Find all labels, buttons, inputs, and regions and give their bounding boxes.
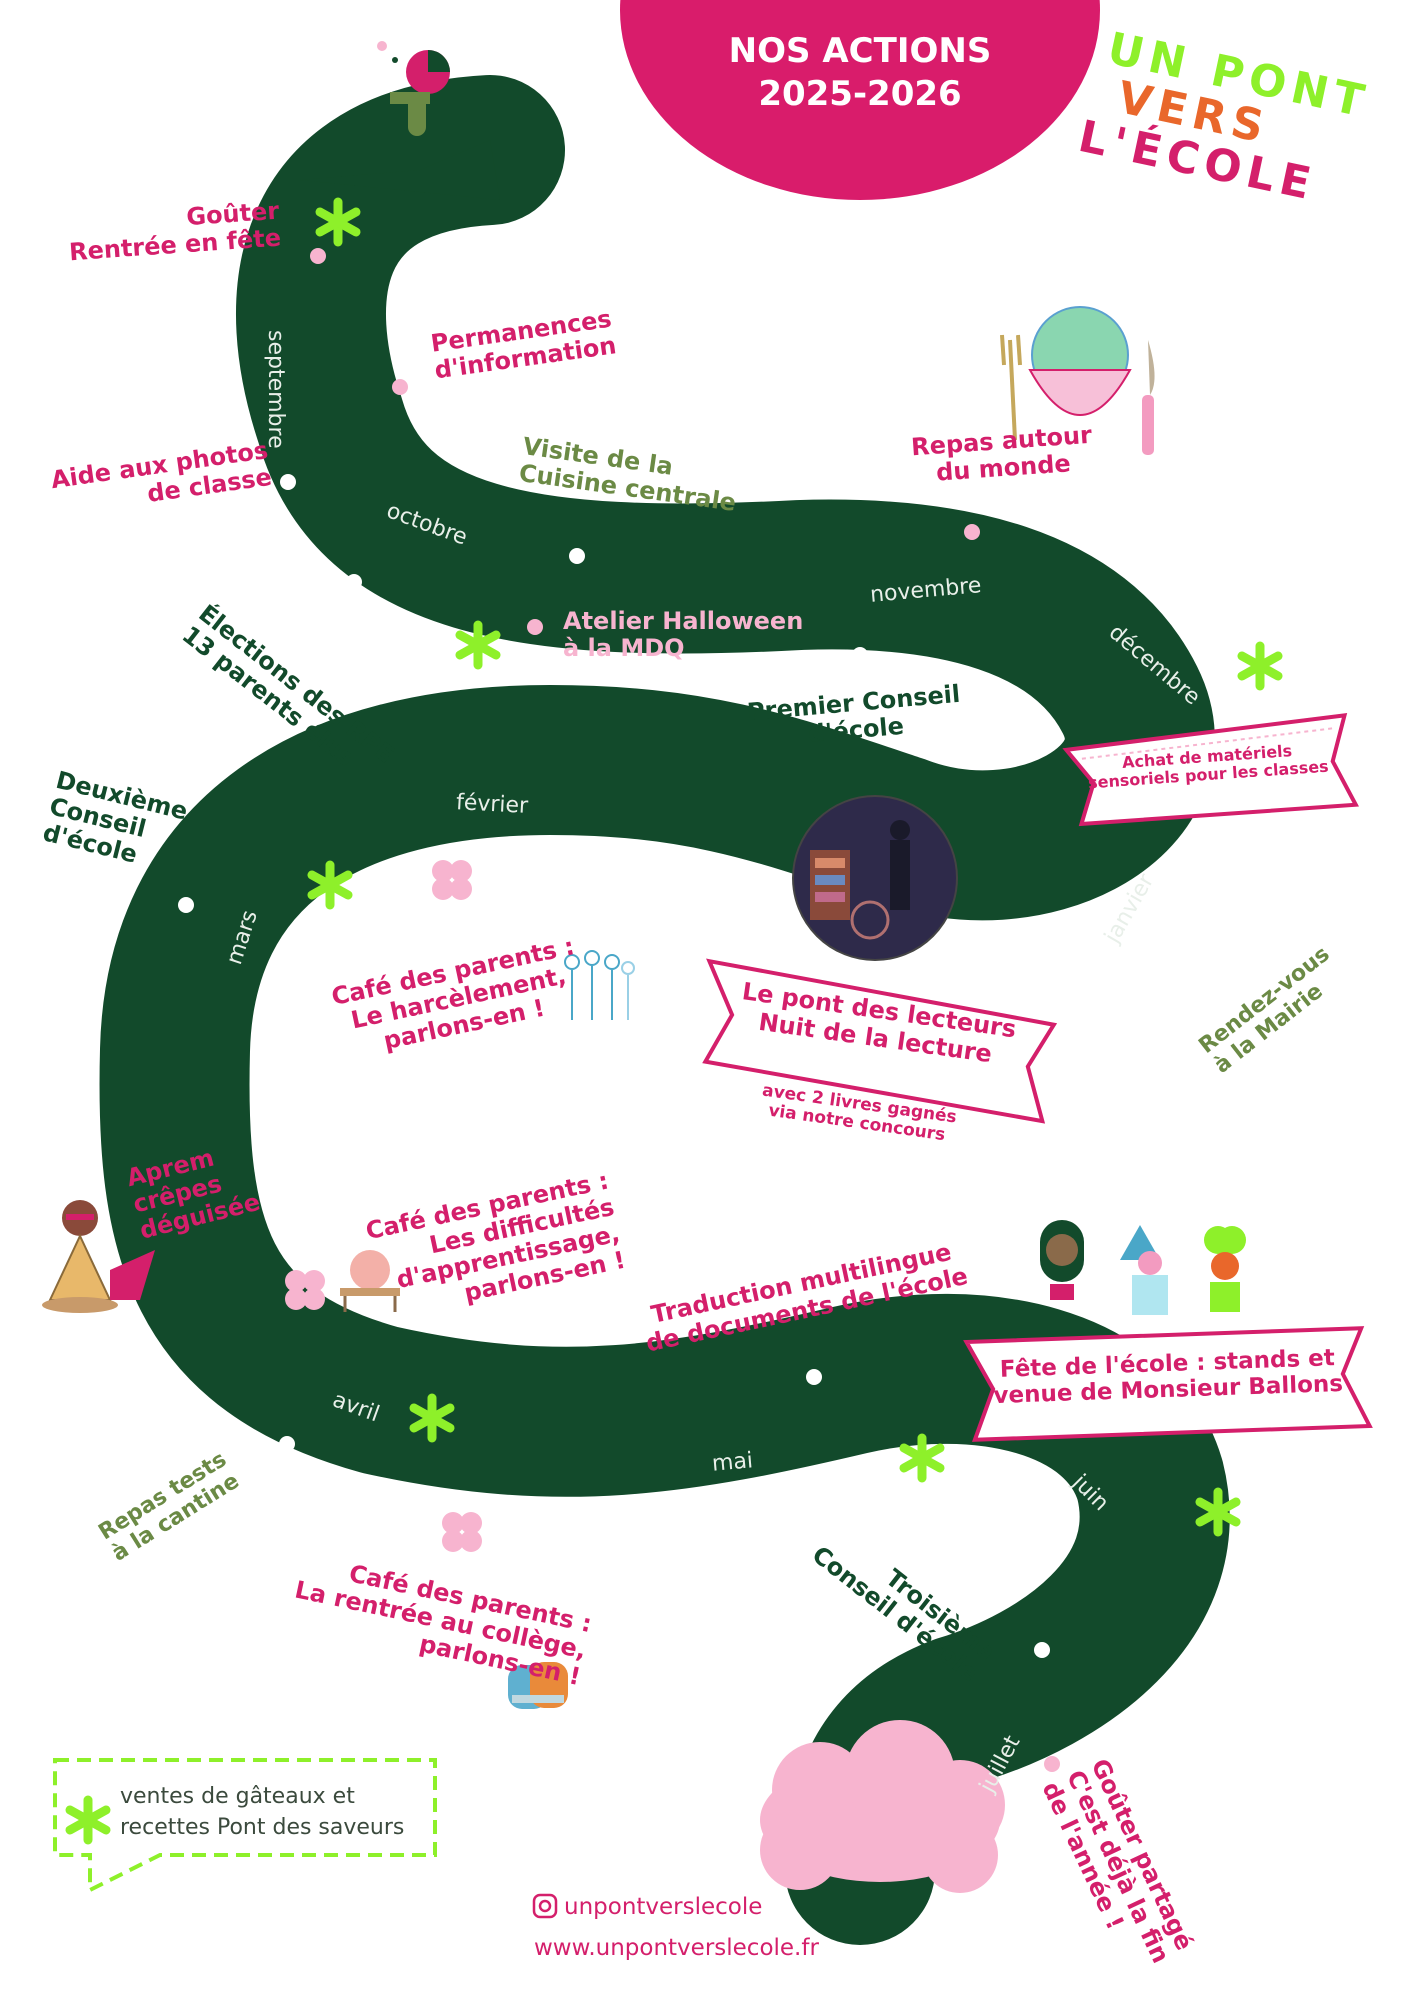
title-line2: 2025-2026: [758, 73, 962, 114]
dot: [964, 524, 980, 540]
dot: [569, 548, 585, 564]
knife-icon: [1142, 340, 1155, 455]
month-fevrier: février: [455, 790, 529, 819]
star-group: [65, 197, 1283, 1845]
flower-group: [285, 860, 482, 1552]
footer-website[interactable]: www.unpontverslecole.fr: [534, 1935, 819, 1961]
title-line1: NOS ACTIONS: [728, 31, 992, 71]
ribbon-shape: [963, 1326, 1373, 1442]
star-icon: [1237, 641, 1283, 691]
fork-icon: [1000, 334, 1022, 441]
cloud-icon: [760, 1720, 1005, 1893]
ribbon-fete: Fête de l'école : stands et venue de Mon…: [956, 1318, 1380, 1448]
dot: [279, 1436, 295, 1452]
road-start: [300, 140, 500, 200]
pink-dots: [310, 248, 1060, 1772]
page-title: NOS ACTIONS 2025-2026: [620, 30, 1100, 115]
family-characters-icon: [1040, 1220, 1246, 1315]
footer-instagram[interactable]: unpontverslecole: [564, 1894, 763, 1920]
month-mai: mai: [710, 1448, 755, 1477]
flower-icon: [285, 1270, 325, 1310]
star-icon: [455, 620, 501, 670]
bowl-icon: [1028, 306, 1132, 416]
crepe-character-icon: [42, 1200, 155, 1313]
dot: [178, 897, 194, 913]
ribbon-shape: [702, 958, 1058, 1124]
ribbon-lecteurs: Le pont des lecteurs Nuit de la lecture: [683, 950, 1067, 1130]
dot: [1190, 967, 1206, 983]
legend-box: [53, 1758, 437, 1894]
flower-icon: [432, 860, 472, 900]
month-septembre: septembre: [263, 330, 288, 449]
dot: [852, 647, 868, 663]
dot: [346, 574, 362, 590]
dot: [806, 1369, 822, 1385]
road-dots: [178, 474, 1206, 1658]
character-top-icon: [377, 41, 450, 136]
star-icon: [315, 197, 361, 247]
star-icon: [307, 860, 353, 910]
star-icon: [899, 1433, 945, 1483]
dot: [1044, 1756, 1060, 1772]
dot: [1034, 1642, 1050, 1658]
dot: [392, 379, 408, 395]
dot: [280, 474, 296, 490]
dot: [527, 619, 543, 635]
legend-text: ventes de gâteaux et recettes Pont des s…: [120, 1784, 405, 1840]
road-path: [99, 75, 1230, 1945]
instagram-icon: [532, 1893, 558, 1919]
dot: [310, 248, 326, 264]
brain-desk-icon: [340, 1250, 400, 1312]
backpack-icon: [508, 1662, 568, 1709]
star-icon: [409, 1393, 455, 1443]
dot: [907, 977, 923, 993]
people-sketch-icon: [564, 950, 635, 1020]
star-icon: [1195, 1487, 1241, 1537]
event-halloween: Atelier Halloween à la MDQ: [563, 607, 804, 662]
flower-icon: [442, 1512, 482, 1552]
star-icon: [65, 1795, 111, 1845]
ribbon-materiels: Achat de matériels sensoriels pour les c…: [1055, 710, 1361, 831]
book-box-illustration: [792, 795, 958, 961]
ribbon-shape: [1062, 712, 1359, 827]
